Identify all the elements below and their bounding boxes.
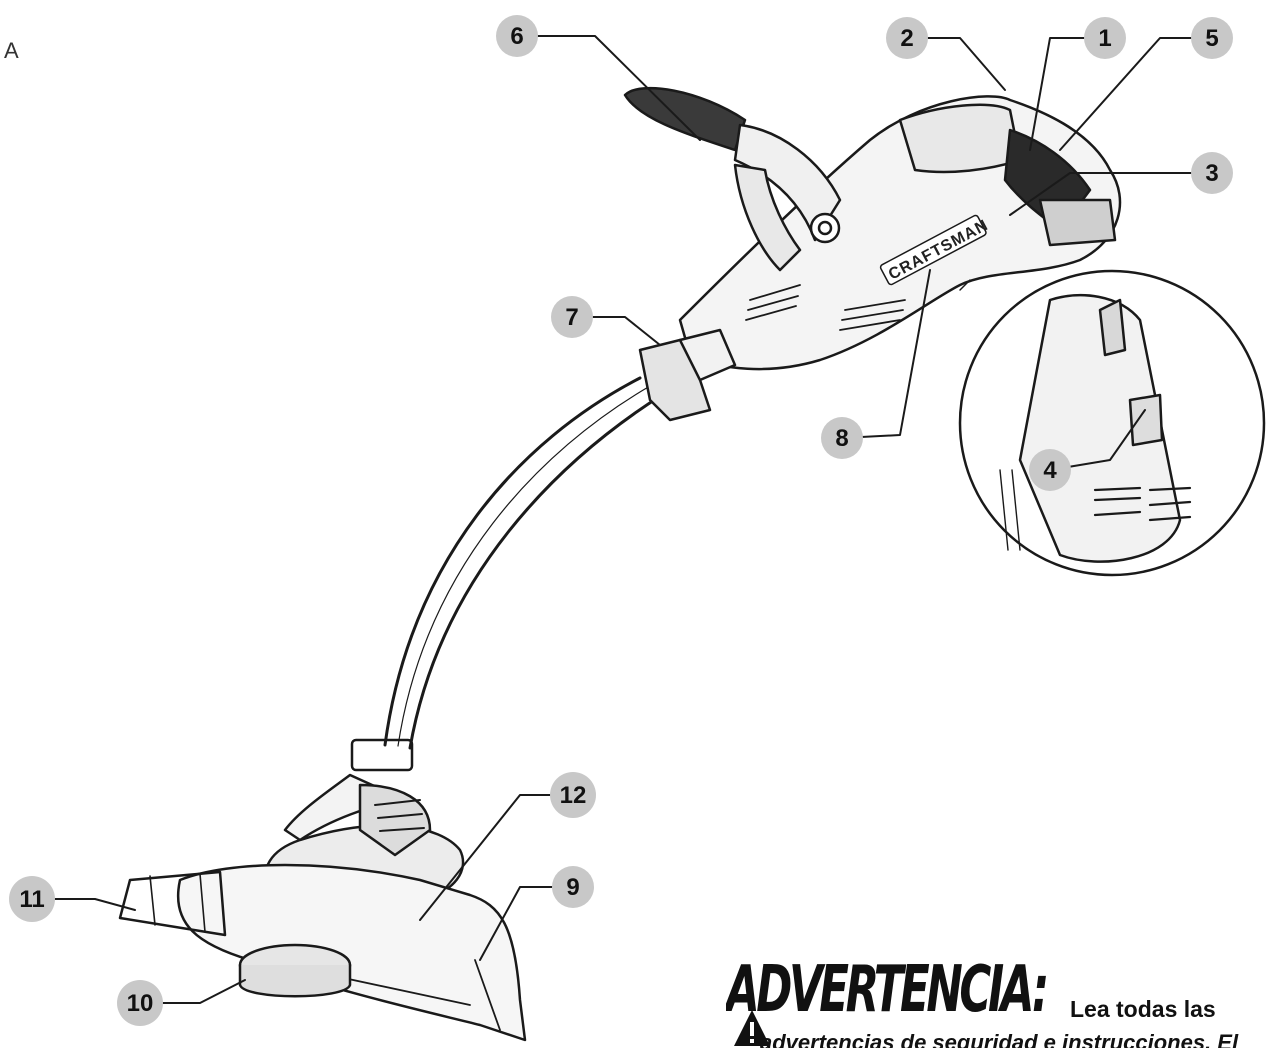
warning-intro: Lea todas las: [1070, 996, 1216, 1022]
svg-text:3: 3: [1205, 160, 1218, 187]
callout-12: 12: [550, 772, 596, 818]
callouts: 1 2 3 4 5 6 7 8 9 10 11 12: [9, 15, 1233, 1026]
svg-text:7: 7: [565, 304, 578, 331]
svg-text:11: 11: [19, 886, 44, 913]
callout-2: 2: [886, 17, 928, 59]
callout-10: 10: [117, 980, 163, 1026]
svg-text:1: 1: [1098, 25, 1111, 52]
main-body: [678, 95, 1122, 371]
svg-text:4: 4: [1043, 457, 1057, 484]
callout-7: 7: [551, 296, 593, 338]
svg-text:6: 6: [510, 23, 523, 50]
spool: [238, 943, 352, 998]
warning-block: ADVERTENCIA: Lea todas las advertencias …: [726, 958, 1279, 1048]
callout-3: 3: [1191, 152, 1233, 194]
figure-label: A: [4, 38, 20, 63]
brand-logo: [879, 214, 987, 286]
svg-text:12: 12: [560, 782, 587, 809]
svg-text:8: 8: [835, 425, 848, 452]
warning-title: ADVERTENCIA:: [726, 958, 1049, 1027]
svg-text:2: 2: [900, 25, 913, 52]
callout-6: 6: [496, 15, 538, 57]
auxiliary-handle: [623, 86, 842, 272]
shaft: [383, 376, 664, 750]
warning-triangle-icon: [734, 1010, 770, 1046]
callout-1: 1: [1084, 17, 1126, 59]
warning-body: advertencias de seguridad e instruccione…: [760, 1030, 1239, 1048]
callout-8: 8: [821, 417, 863, 459]
callout-4: 4: [1029, 449, 1071, 491]
svg-text:5: 5: [1205, 25, 1218, 52]
svg-text:10: 10: [127, 990, 154, 1017]
inset-detail: [999, 294, 1192, 563]
svg-text:9: 9: [566, 874, 579, 901]
lower-coupler: [350, 738, 414, 772]
shaft-collar: [638, 328, 737, 422]
callout-5: 5: [1191, 17, 1233, 59]
callout-11: 11: [9, 876, 55, 922]
edge-guide: [118, 870, 227, 937]
guard: [176, 863, 527, 1042]
callout-9: 9: [552, 866, 594, 908]
